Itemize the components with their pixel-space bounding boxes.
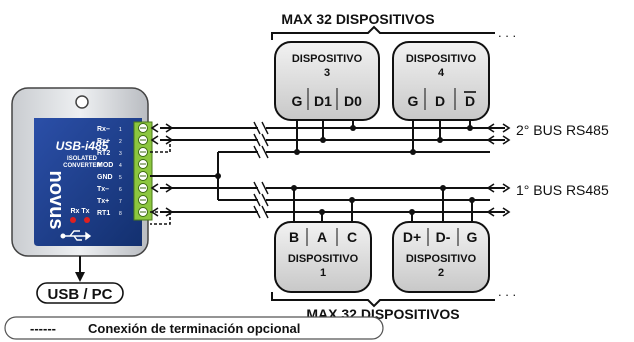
converter-label-panel — [34, 118, 142, 246]
top-group-brace — [271, 25, 495, 40]
legend-box — [4, 316, 384, 340]
device-1-pin-a: A — [317, 229, 327, 245]
terminal-7-name: Tx+ — [97, 198, 109, 205]
device-4-pin-d: D — [435, 93, 445, 109]
device-2-pin-dminus: D- — [436, 229, 451, 245]
bus-arrows-left — [150, 123, 174, 217]
usb-pc-label: USB / PC — [47, 286, 112, 303]
device-4-number: 4 — [438, 67, 445, 79]
junction-dots — [215, 125, 475, 215]
device-4-pin-dbar: D — [465, 93, 475, 109]
legend-text: Conexión de terminación opcional — [88, 321, 300, 336]
terminal-6-num: 6 — [119, 187, 122, 193]
top-group-ellipsis: . . . — [498, 25, 516, 40]
device-3-pin-g: G — [292, 93, 303, 109]
terminal-3-name: RT2 — [97, 150, 110, 157]
terminal-2-num: 2 — [119, 139, 122, 145]
device-4-pin-g: G — [408, 93, 419, 109]
converter-subtitle-2: CONVERTER — [63, 163, 101, 169]
terminal-5-name: GND — [97, 174, 113, 181]
device-2-title: DISPOSITIVO — [406, 253, 477, 265]
led-labels: Rx Tx — [70, 208, 89, 215]
terminal-8-num: 8 — [119, 211, 122, 217]
terminal-1-num: 1 — [119, 127, 122, 133]
device-3-pin-d1: D1 — [314, 93, 332, 109]
bus-wiring — [150, 120, 505, 222]
device-1-pin-b: B — [289, 229, 299, 245]
usb-pc-badge — [36, 282, 124, 304]
terminal-7-num: 7 — [119, 199, 122, 205]
device-4: DISPOSITIVO 4 G D D — [392, 41, 490, 121]
device-2-pin-dplus: D+ — [403, 229, 421, 245]
legend-dashes: ------ — [30, 321, 56, 336]
brand-logo: novus — [45, 171, 67, 230]
terminal-8-name: RT1 — [97, 210, 110, 217]
bus-arrows-right — [486, 123, 511, 217]
usb-arrow-icon — [75, 272, 85, 282]
optional-termination-links — [150, 139, 171, 225]
device-1-number: 1 — [320, 267, 326, 279]
terminal-4-name: MOD — [97, 162, 113, 169]
terminal-6-name: Tx– — [97, 186, 109, 193]
usb-symbol-icon — [60, 230, 92, 241]
device-3-number: 3 — [324, 67, 330, 79]
terminal-5-num: 5 — [119, 175, 122, 181]
device-3: DISPOSITIVO 3 G D1 D0 — [274, 41, 380, 121]
terminal-labels: Rx– 1 Rx+ 2 RT2 3 MOD 4 GND 5 Tx– 6 Tx+ … — [97, 126, 122, 217]
device-2: D+ D- G DISPOSITIVO 2 — [392, 221, 490, 293]
device-3-pin-d0: D0 — [344, 93, 362, 109]
device-2-number: 2 — [438, 267, 444, 279]
mounting-hole — [75, 95, 89, 109]
tx-led — [84, 217, 90, 223]
device-1-pin-c: C — [347, 229, 357, 245]
terminal-1-name: Rx– — [97, 126, 110, 133]
cable-break-marks — [253, 121, 269, 219]
bottom-group-ellipsis: . . . — [498, 284, 516, 299]
device-4-title: DISPOSITIVO — [406, 53, 477, 65]
bottom-group-brace — [271, 292, 495, 308]
converter-subtitle-1: ISOLATED — [67, 156, 98, 162]
bus1-label: 1° BUS RS485 — [516, 182, 609, 198]
terminal-block — [133, 121, 153, 221]
usb-i485-converter: novus USB-i485 ISOLATED CONVERTER Rx Tx … — [11, 87, 153, 257]
device-3-title: DISPOSITIVO — [292, 53, 363, 65]
top-group-title: MAX 32 DISPOSITIVOS — [281, 11, 434, 27]
device-1-title: DISPOSITIVO — [288, 253, 359, 265]
bus2-label: 2° BUS RS485 — [516, 122, 609, 138]
device-2-pin-g: G — [467, 229, 478, 245]
rx-led — [70, 217, 76, 223]
device-1: B A C DISPOSITIVO 1 — [274, 221, 372, 293]
terminal-3-num: 3 — [119, 151, 122, 157]
terminal-4-num: 4 — [119, 163, 122, 169]
terminal-2-name: Rx+ — [97, 138, 110, 145]
converter-model: USB-i485 — [56, 139, 109, 153]
